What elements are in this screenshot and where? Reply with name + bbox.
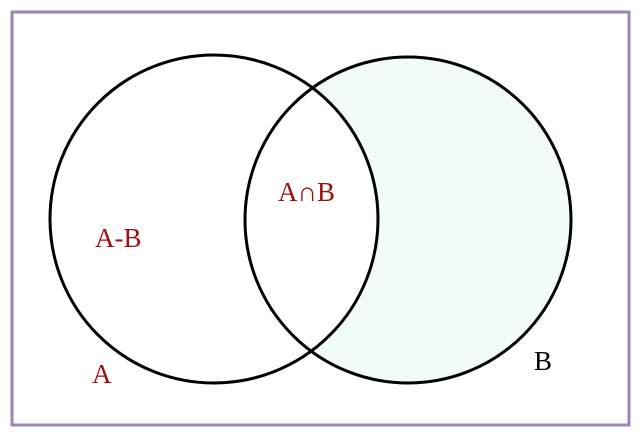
label-set-b: B (534, 346, 552, 376)
circle-a (48, 53, 380, 385)
label-a-intersect-b: A∩B (278, 177, 335, 207)
a-region-cover (50, 55, 378, 383)
label-set-a: A (92, 359, 112, 389)
label-a-minus-b: A-B (95, 223, 142, 253)
circle-b (243, 55, 573, 385)
